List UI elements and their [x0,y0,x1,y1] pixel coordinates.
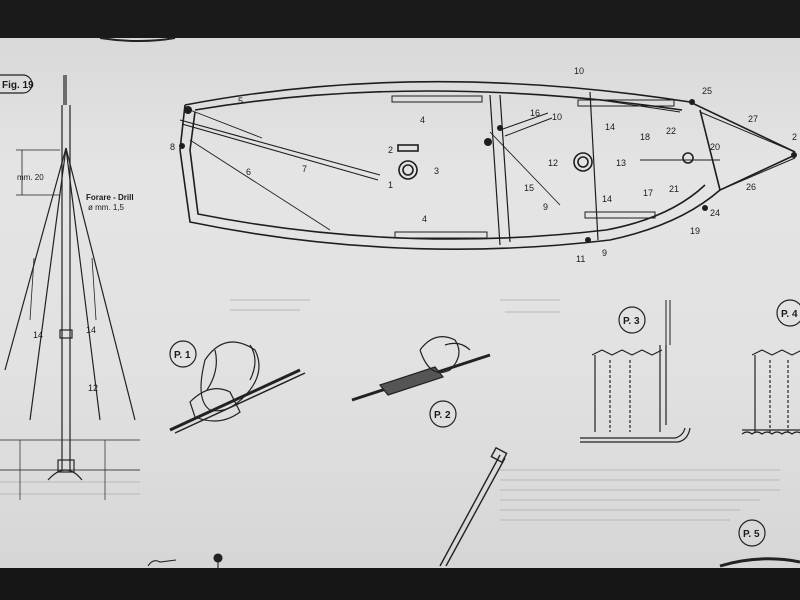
hull-number-21: 21 [669,184,679,194]
hull-number-14a: 14 [605,122,615,132]
hull-number-8: 8 [170,142,175,152]
hull-number-20: 20 [710,142,720,152]
fig-19-badge: Fig. 19 [0,74,34,94]
hull-number-13: 13 [616,158,626,168]
sheet-curl [99,37,176,42]
drill-note-line1: Forare - Drill [86,193,134,202]
hull-number-6: 6 [246,167,251,177]
mast-number-14a: 14 [33,330,43,340]
detail-p4-badge: P. 4 [776,299,800,327]
detail-p2-badge: P. 2 [429,400,457,428]
hull-number-7: 7 [302,164,307,174]
detail-p2-label: P. 2 [434,410,451,421]
hull-number-14b: 14 [602,194,612,204]
mast-number-12: 12 [88,383,98,393]
dark-top-background [0,0,800,38]
fig-label: Fig. 19 [2,80,34,91]
hull-number-10a: 10 [574,66,584,76]
mast-drawing [0,75,140,500]
hull-number-4b: 4 [422,214,427,224]
hull-number-17: 17 [643,188,653,198]
hull-number-4a: 4 [420,115,425,125]
detail-p5-badge: P. 5 [738,519,766,547]
bottom-left-fittings [147,553,800,568]
detail-p4-drawing [741,349,800,435]
detail-p3-badge: P. 3 [618,306,646,334]
hull-number-24: 24 [710,208,720,218]
hull-number-26: 26 [746,182,756,192]
hull-drawing [179,80,796,250]
hull-number-12: 12 [548,158,558,168]
hull-number-22: 22 [666,126,676,136]
hull-number-27: 27 [748,114,758,124]
hull-number-18: 18 [640,132,650,142]
hull-number-5: 5 [238,96,243,106]
hull-number-15: 15 [524,183,534,193]
detail-p3-drawing [580,300,691,443]
hull-fittings [179,99,797,243]
detail-p4-label: P. 4 [781,309,798,320]
faint-background-text [0,299,780,521]
hull-number-19: 19 [690,226,700,236]
detail-p1-badge: P. 1 [169,340,197,368]
spar-drawing [439,446,508,567]
hull-number-10b: 10 [552,112,562,122]
hull-number-11: 11 [576,254,585,264]
hull-number-16: 16 [530,108,540,118]
detail-p2-drawing [351,336,491,402]
drill-note-line2: ø mm. 1,5 [88,203,125,212]
dark-bottom-background [0,568,800,600]
hull-number-3: 3 [434,166,439,176]
detail-p1-drawing [169,341,306,434]
hull-number-2-right: 2 [792,132,797,142]
hull-number-9a: 9 [543,202,548,212]
hull-number-25: 25 [702,86,712,96]
hull-number-9b: 9 [602,248,607,258]
detail-p3-label: P. 3 [623,316,640,327]
detail-p1-label: P. 1 [174,350,191,361]
hull-number-1: 1 [388,180,393,190]
mast-number-14b: 14 [86,325,96,335]
hull-number-2: 2 [388,145,393,155]
detail-p5-label: P. 5 [743,529,760,540]
mast-dimension: mm. 20 [17,173,44,182]
